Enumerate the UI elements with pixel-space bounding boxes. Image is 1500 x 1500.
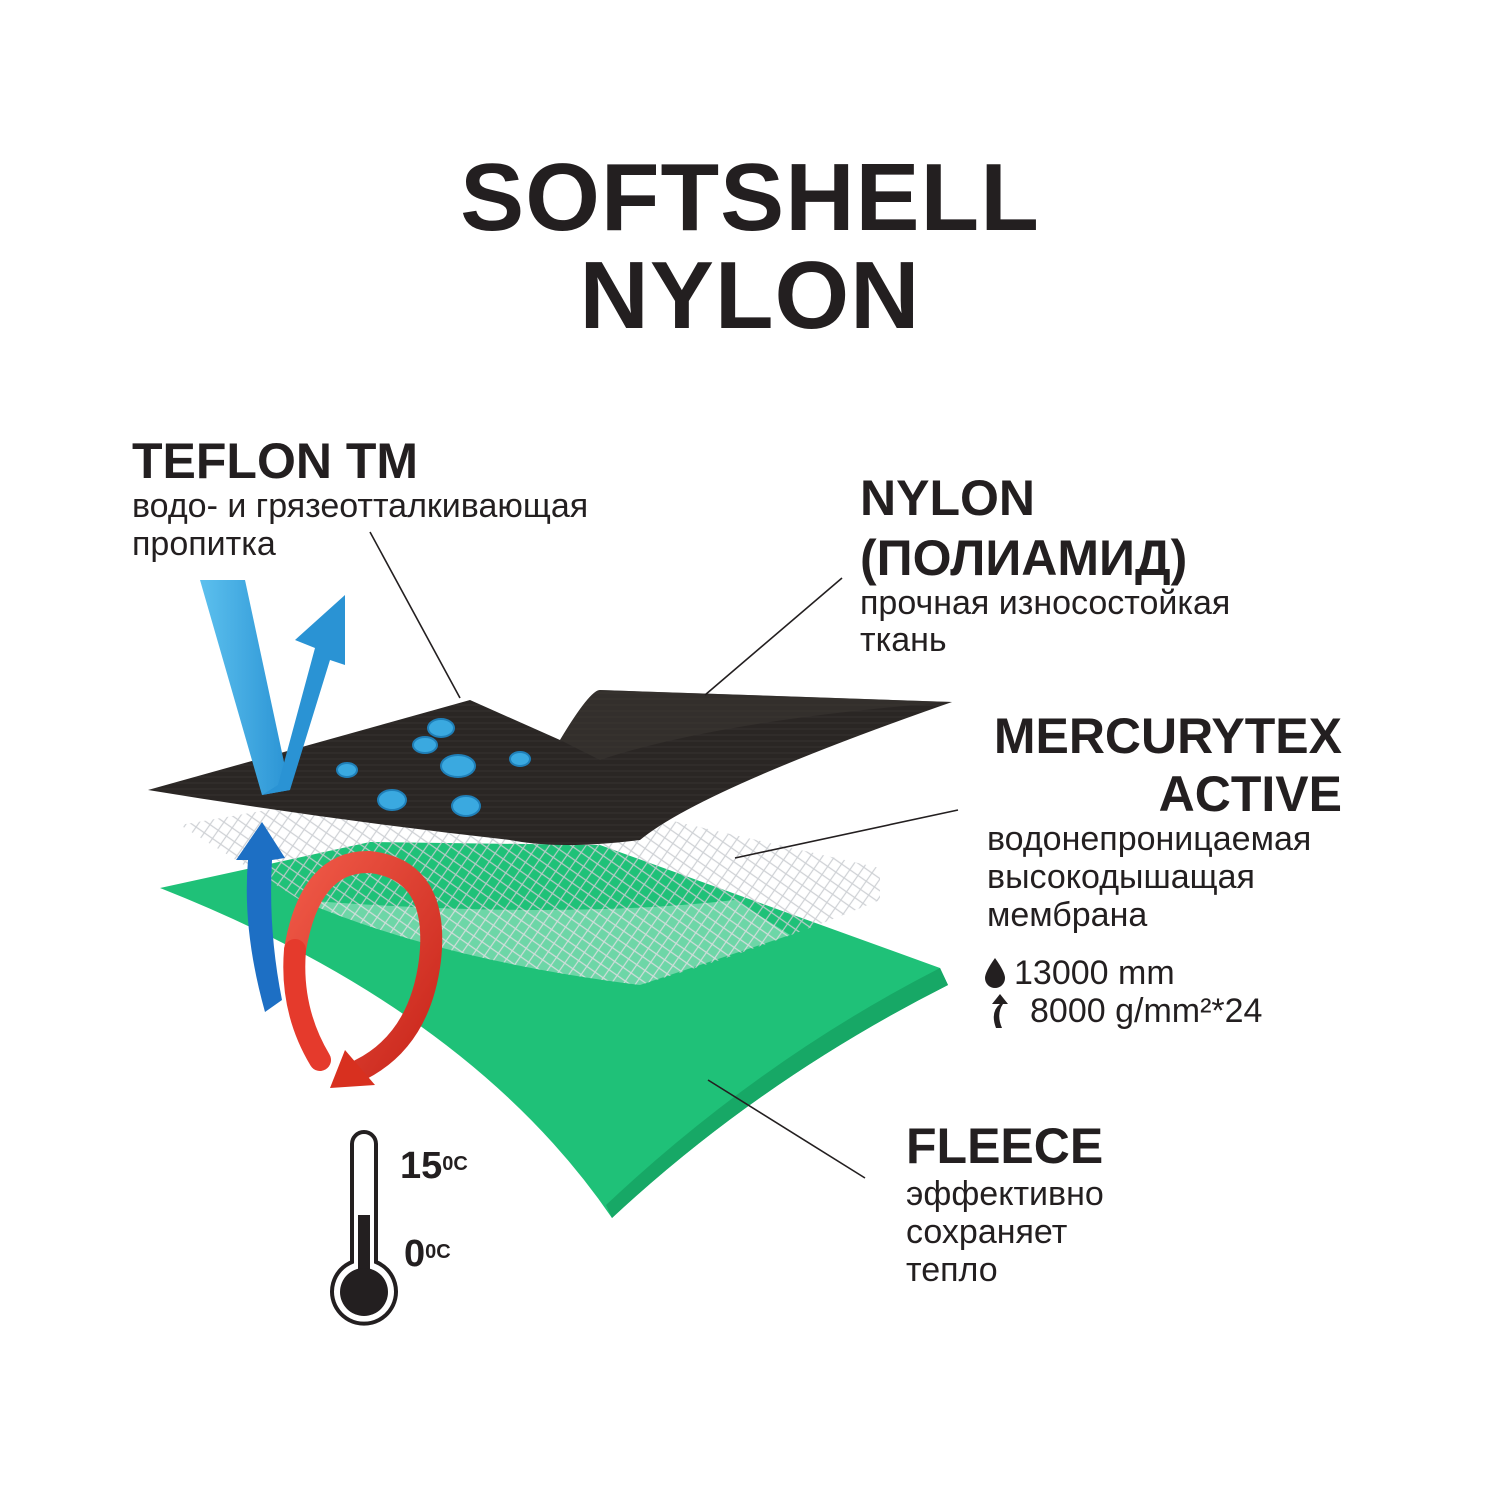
- breathability-arrow: [236, 822, 285, 1012]
- temperature-low-label: 00C: [404, 1233, 451, 1275]
- membrane-heading-line-1: MERCURYTEX: [993, 708, 1342, 764]
- nylon-layer: [148, 690, 952, 845]
- temperature-high-label: 150C: [400, 1145, 468, 1187]
- heat-circulation-arrow: [283, 851, 443, 1088]
- vapor-icon: [992, 994, 1008, 1028]
- fleece-heading: FLEECE: [906, 1118, 1104, 1174]
- title-line-2: NYLON: [579, 242, 921, 349]
- nylon-desc-line-1: прочная износостойкая: [860, 584, 1231, 622]
- nylon-heading-line-2: (ПОЛИАМИД): [860, 530, 1188, 586]
- water-repel-arrow: [200, 580, 345, 795]
- fleece-desc-line-2: сохраняет: [906, 1213, 1068, 1251]
- thermometer-icon: [330, 1130, 398, 1326]
- nylon-heading-line-1: NYLON: [860, 470, 1035, 526]
- nylon-desc-line-2: ткань: [860, 621, 947, 659]
- leader-lines: [369, 531, 959, 1179]
- membrane-desc-line-3: мембрана: [987, 896, 1148, 934]
- membrane-heading-line-2: ACTIVE: [1158, 766, 1342, 822]
- water-droplets: [336, 718, 531, 817]
- title-line-1: SOFTSHELL: [460, 144, 1040, 251]
- breathability-value: 8000 g/mm²*24: [1030, 992, 1263, 1030]
- drop-icon: [985, 958, 1005, 988]
- membrane-desc-line-2: высокодышащая: [987, 858, 1255, 896]
- fleece-desc-line-3: тепло: [906, 1251, 998, 1289]
- water-resistance-value: 13000 mm: [1014, 954, 1175, 992]
- teflon-desc-line-1: водо- и грязеотталкивающая: [132, 487, 589, 525]
- fleece-desc-line-1: эффективно: [906, 1175, 1104, 1213]
- teflon-heading: TEFLON TM: [132, 433, 419, 489]
- teflon-desc-line-2: пропитка: [132, 525, 276, 563]
- membrane-desc-line-1: водонепроницаемая: [987, 820, 1312, 858]
